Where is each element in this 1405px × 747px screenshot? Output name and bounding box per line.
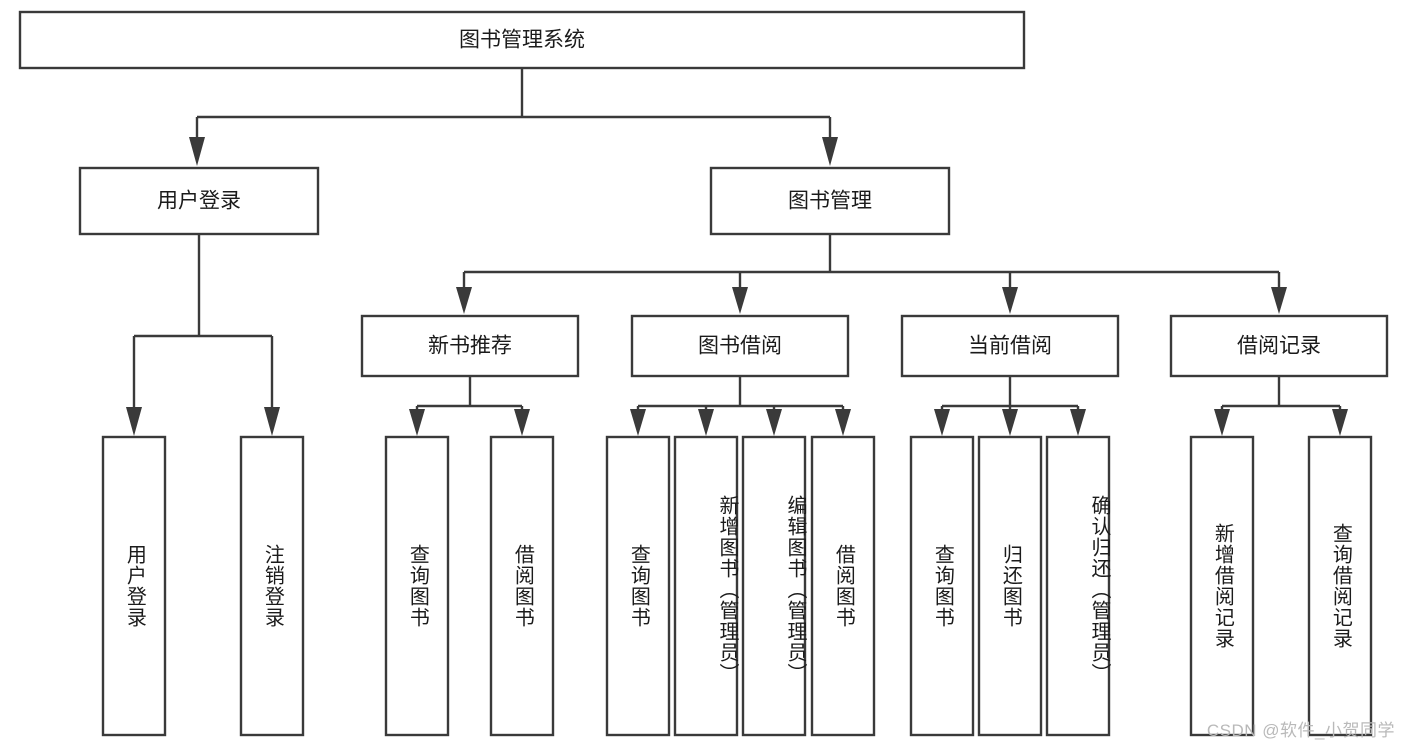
connector-group-root bbox=[189, 68, 838, 166]
arrow-head-book-borrow bbox=[732, 287, 748, 314]
node-box-leaf-borrow-book-1[interactable] bbox=[489, 435, 555, 737]
arrow-head-leaf-query-record bbox=[1332, 409, 1348, 436]
connector-group-book-management bbox=[456, 234, 1287, 314]
node-label-current-borrow: 当前借阅 bbox=[968, 335, 1052, 358]
node-box-leaf-query-record[interactable] bbox=[1307, 435, 1373, 737]
connector-group-book-borrow bbox=[630, 376, 851, 436]
node-box-leaf-edit-book[interactable] bbox=[741, 435, 807, 737]
node-box-leaf-query-book-3[interactable] bbox=[909, 435, 975, 737]
arrow-head-current-borrow bbox=[1002, 287, 1018, 314]
node-box-leaf-add-book[interactable] bbox=[673, 435, 739, 737]
arrow-head-borrow-record bbox=[1271, 287, 1287, 314]
node-box-leaf-user-logout[interactable] bbox=[239, 435, 305, 737]
node-label-root: 图书管理系统 bbox=[459, 29, 585, 52]
arrow-head-leaf-return-book bbox=[1002, 409, 1018, 436]
watermark: CSDN @软件_小贺同学 bbox=[1206, 721, 1395, 740]
node-box-book-borrow[interactable] bbox=[630, 314, 850, 378]
arrow-head-leaf-user-login bbox=[126, 407, 142, 436]
arrow-head-leaf-query-book-3 bbox=[934, 409, 950, 436]
arrow-head-leaf-query-book-2 bbox=[630, 409, 646, 436]
connector-group-user-login bbox=[126, 234, 280, 436]
arrow-head-leaf-query-book-1 bbox=[409, 409, 425, 436]
arrow-head-leaf-user-logout bbox=[264, 407, 280, 436]
node-label-book-borrow: 图书借阅 bbox=[698, 335, 782, 358]
arrow-head-leaf-borrow-book-2 bbox=[835, 409, 851, 436]
arrow-head-user-login bbox=[189, 137, 205, 166]
arrow-head-leaf-borrow-book-1 bbox=[514, 409, 530, 436]
node-label-borrow-record: 借阅记录 bbox=[1237, 335, 1321, 358]
node-box-leaf-user-login[interactable] bbox=[101, 435, 167, 737]
node-box-leaf-query-book-2[interactable] bbox=[605, 435, 671, 737]
connector-group-new-book-recommend bbox=[409, 376, 530, 436]
arrow-head-new-book-recommend bbox=[456, 287, 472, 314]
connector-group-borrow-record bbox=[1214, 376, 1348, 436]
node-box-borrow-record[interactable] bbox=[1169, 314, 1389, 378]
node-box-leaf-query-book-1[interactable] bbox=[384, 435, 450, 737]
node-label-user-login: 用户登录 bbox=[157, 190, 241, 213]
node-label-book-management: 图书管理 bbox=[788, 190, 872, 213]
node-box-leaf-borrow-book-2[interactable] bbox=[810, 435, 876, 737]
connector-group-current-borrow bbox=[934, 376, 1086, 436]
arrow-head-leaf-edit-book bbox=[766, 409, 782, 436]
node-box-leaf-confirm-return[interactable] bbox=[1045, 435, 1111, 737]
arrow-head-leaf-confirm-return bbox=[1070, 409, 1086, 436]
node-box-current-borrow[interactable] bbox=[900, 314, 1120, 378]
node-box-user-login[interactable] bbox=[78, 166, 320, 236]
node-box-leaf-add-record[interactable] bbox=[1189, 435, 1255, 737]
node-label-new-book-recommend: 新书推荐 bbox=[428, 335, 512, 358]
arrow-head-leaf-add-book bbox=[698, 409, 714, 436]
arrow-head-leaf-add-record bbox=[1214, 409, 1230, 436]
node-box-root[interactable] bbox=[18, 10, 1026, 70]
node-box-leaf-return-book[interactable] bbox=[977, 435, 1043, 737]
node-box-book-management[interactable] bbox=[709, 166, 951, 236]
node-box-new-book-recommend[interactable] bbox=[360, 314, 580, 378]
arrow-head-book-management bbox=[822, 137, 838, 166]
